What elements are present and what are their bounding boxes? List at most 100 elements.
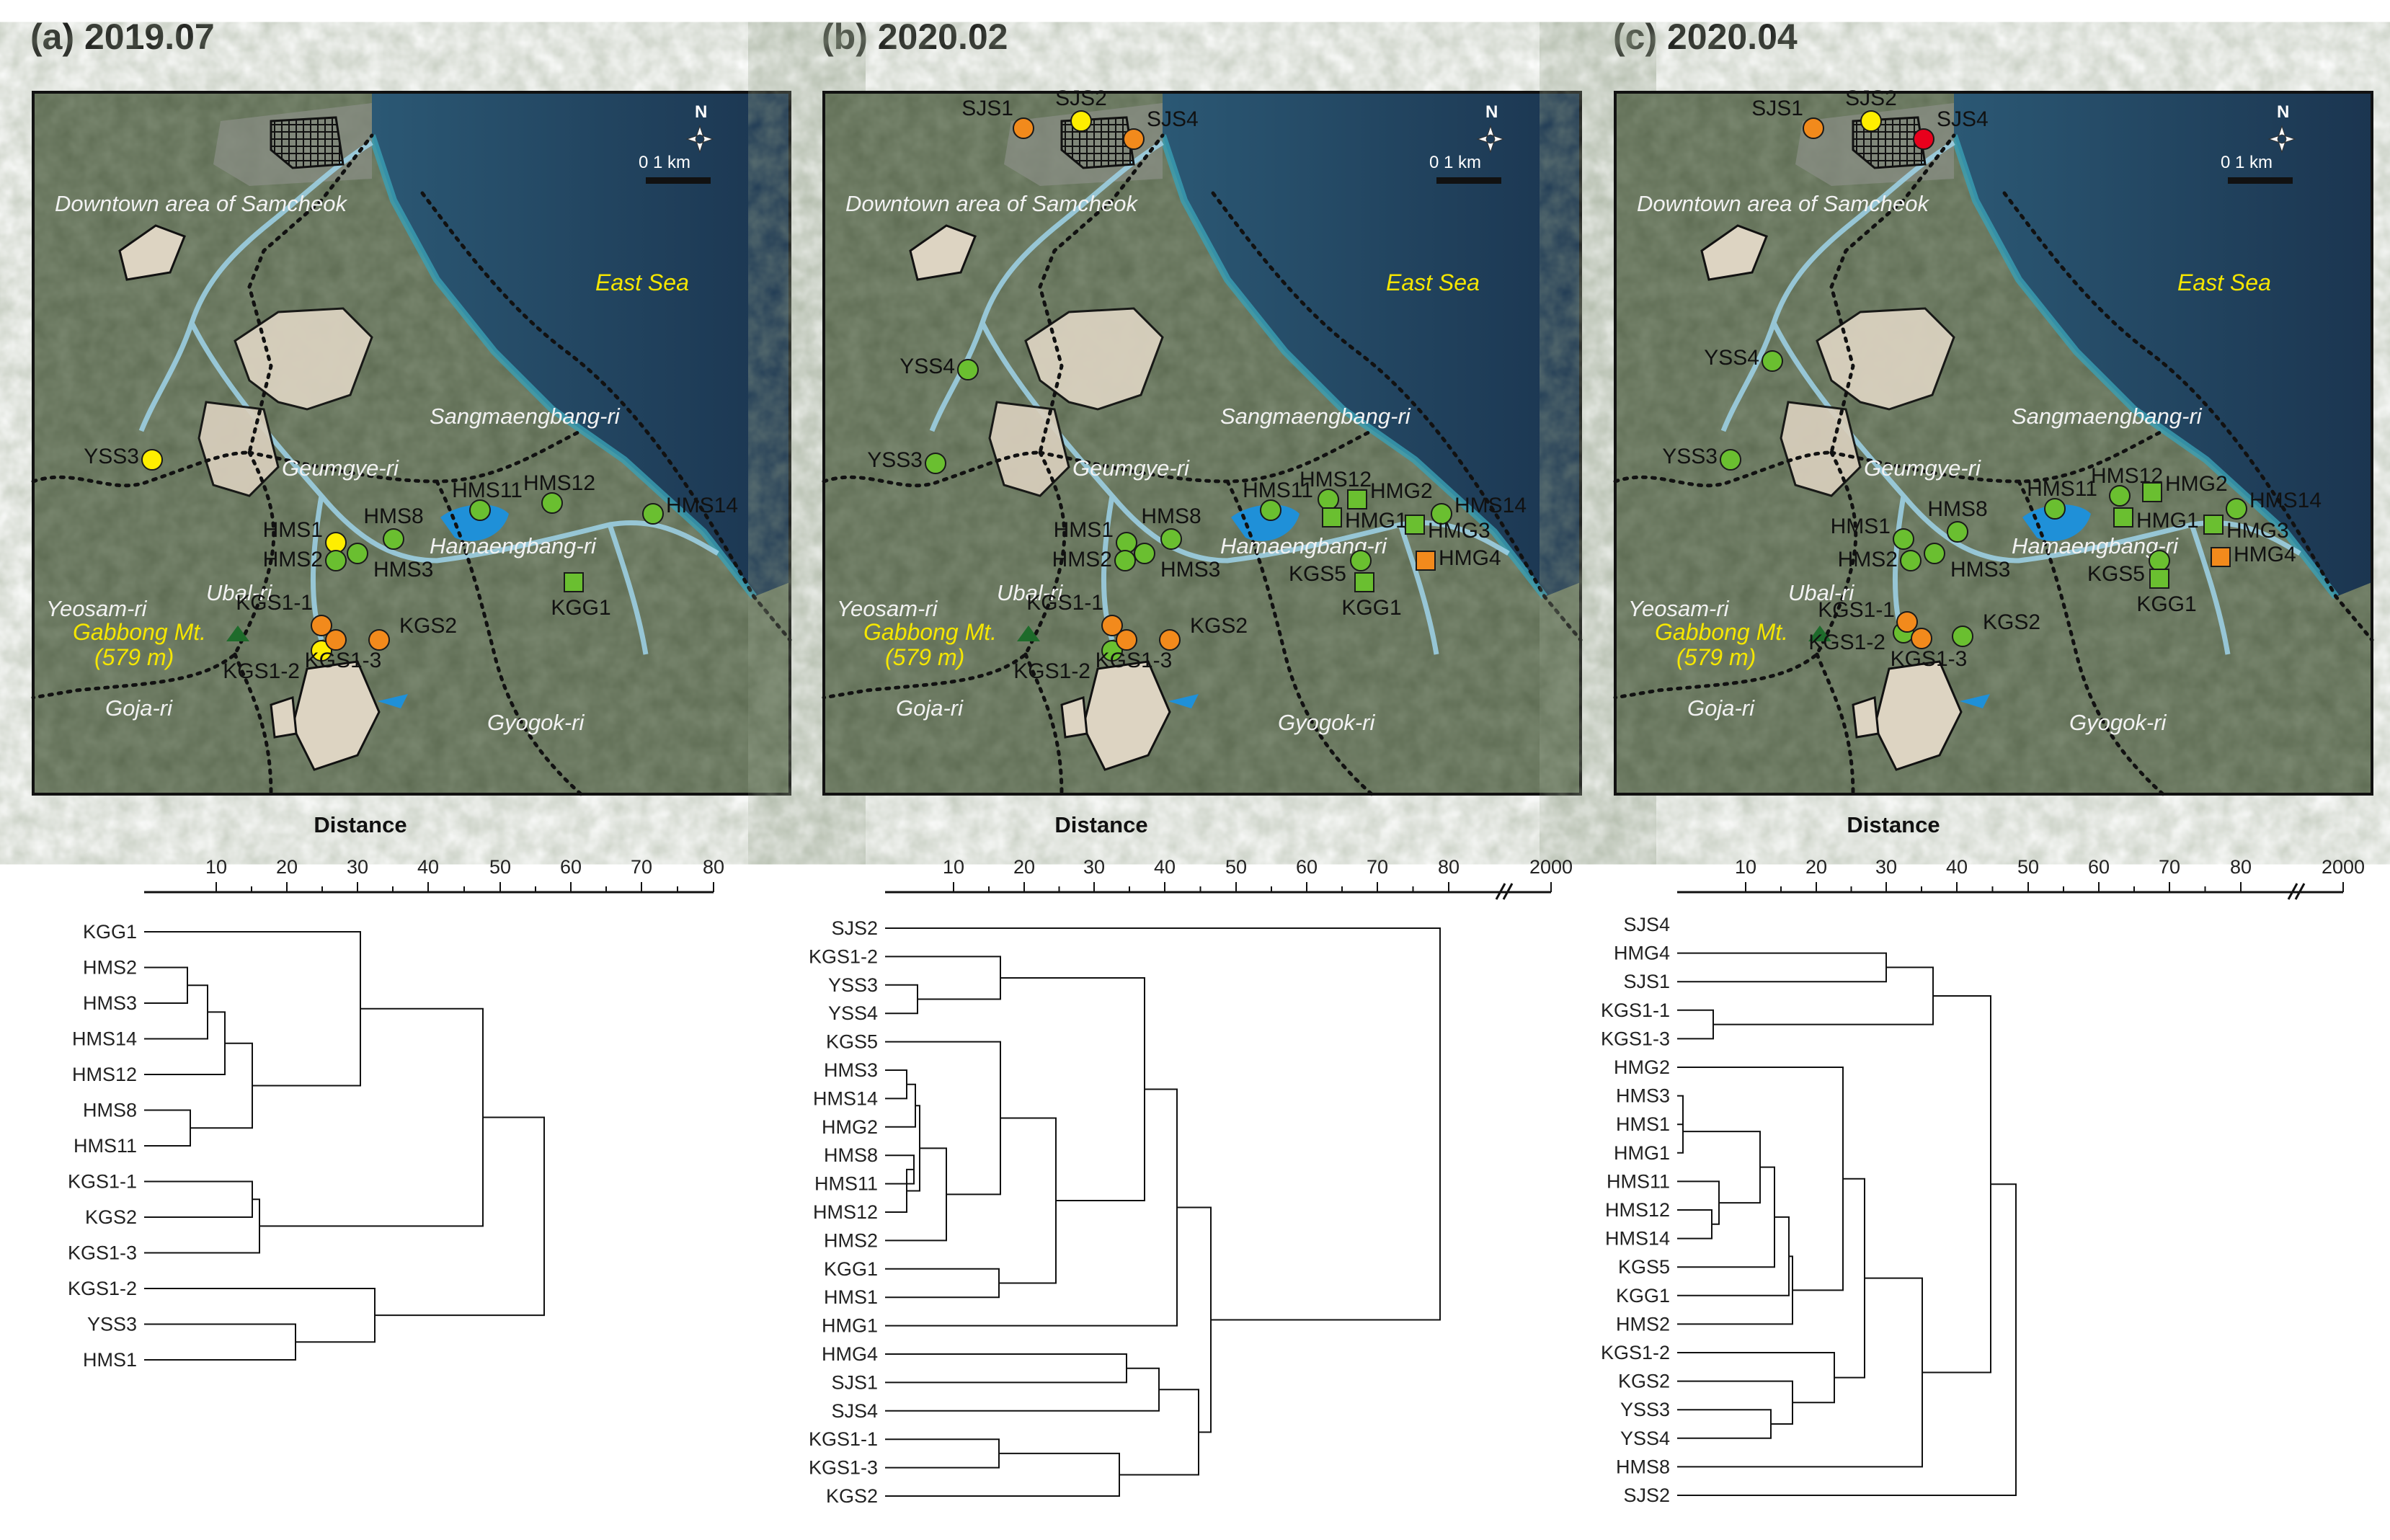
axis-tick-label: 2000 <box>2322 856 2365 878</box>
site-marker-sjs2 <box>1070 110 1092 132</box>
axis-tick-label: 10 <box>943 856 964 878</box>
site-label-hmg4: HMG4 <box>2234 543 2296 566</box>
river-network <box>138 140 719 655</box>
site-label-hmg2: HMG2 <box>1370 479 1433 503</box>
panel-b-title: (b) 2020.02 <box>822 17 1008 57</box>
place-label: Downtown area of Samcheok <box>55 191 347 216</box>
boundary-line <box>1225 479 1374 796</box>
site-marker-sjs4 <box>1123 128 1145 150</box>
dendrogram-leaf-label: YSS3 <box>1620 1399 1670 1420</box>
reservoir-2 <box>378 694 408 708</box>
axis-tick-label: 30 <box>347 856 368 878</box>
site-marker-hms3 <box>347 543 368 564</box>
map-panel-3: Downtown area of SamcheokGeumgye-riSangm… <box>1613 86 2374 796</box>
mountain-height: (579 m) <box>885 644 964 670</box>
mountain-label: Gabbong Mt. <box>863 619 997 645</box>
dendrogram-leaf-label: HMS11 <box>1607 1170 1670 1192</box>
site-label-sjs2: SJS2 <box>1845 86 1897 110</box>
site-marker-hms8 <box>383 528 404 550</box>
dendrogram-leaf-label: SJS4 <box>831 1400 878 1422</box>
dendrogram-leaf-label: KGS1-1 <box>1601 1000 1670 1021</box>
north-arrow-shape <box>2267 125 2296 153</box>
dendrogram-leaf-label: KGG1 <box>824 1258 878 1280</box>
site-marker-hms2 <box>1900 550 1922 571</box>
dendrogram-branch <box>375 1116 545 1317</box>
scale-bar <box>2228 177 2293 184</box>
dendrogram-branch <box>1677 1180 1720 1225</box>
dendrogram-leaf-label: HMS8 <box>1616 1456 1670 1477</box>
site-label-kgs2: KGS2 <box>1190 614 1248 638</box>
dendrogram-leaf-label: HMS2 <box>824 1229 878 1251</box>
dendrogram-leaf-label: HMS12 <box>1605 1199 1670 1221</box>
dendrogram-branch <box>1677 1352 1835 1404</box>
boundary-line <box>2002 191 2374 642</box>
site-label-kgs1-1: KGS1-1 <box>1026 591 1103 615</box>
dendrogram-branch <box>144 1180 253 1218</box>
dendrogram-leaf-label: KGS1-1 <box>68 1171 137 1193</box>
site-marker-yss3 <box>1720 449 1741 471</box>
dendrogram-branch <box>1677 1409 1772 1439</box>
axis-tick-label: 80 <box>2230 856 2252 878</box>
site-label-hms14: HMS14 <box>2249 489 2322 512</box>
north-arrow-icon <box>1476 125 1505 153</box>
site-label-kgs1-2: KGS1-2 <box>1013 659 1090 683</box>
dendrogram-branch <box>885 1438 1000 1469</box>
site-marker-sjs4 <box>1913 128 1934 150</box>
axis-tick-label: 70 <box>631 856 652 878</box>
place-label: Goja-ri <box>896 695 964 721</box>
dendrogram-leaf-label: HMS3 <box>1616 1085 1670 1107</box>
river-network <box>1720 140 2301 655</box>
site-label-hms11: HMS11 <box>452 479 523 502</box>
site-label-hms12: HMS12 <box>1300 468 1372 491</box>
mine-area-3 <box>909 224 977 281</box>
place-label: Sangmaengbang-ri <box>430 404 621 429</box>
dendrogram-leaf-label: HMS3 <box>83 992 137 1014</box>
site-marker-kgs1-3 <box>1911 628 1932 649</box>
site-marker-kgs1-2 <box>1101 640 1123 662</box>
map-frame <box>1614 91 2373 796</box>
axis-tick-label: 60 <box>560 856 582 878</box>
dendrogram-branch <box>885 1268 1000 1299</box>
north-arrow-shape <box>685 125 714 153</box>
mine-area-5 <box>1060 695 1088 739</box>
site-marker-hms12 <box>2109 485 2131 507</box>
site-marker-kgs1-3 <box>325 629 347 651</box>
dendrogram-branch <box>1000 976 1145 1201</box>
dendrogram-leaf-label: HMS14 <box>72 1028 137 1050</box>
site-label-hmg3: HMG3 <box>2226 519 2289 543</box>
boundary-line <box>435 479 583 796</box>
axis-tick-label: 30 <box>1875 856 1897 878</box>
mountain-peak-icon <box>1808 626 1831 641</box>
north-arrow-icon <box>2267 125 2296 153</box>
site-label-sjs4: SJS4 <box>1147 107 1199 131</box>
site-label-kgs1-3: KGS1-3 <box>1891 647 1968 671</box>
axis-tick-label: 20 <box>276 856 298 878</box>
dendrogram-axis-title: Distance <box>1054 812 1147 837</box>
north-arrow-icon <box>685 125 714 153</box>
site-label-kgs2: KGS2 <box>399 614 457 638</box>
reservoir-2 <box>1960 694 1990 708</box>
mountain-label: Gabbong Mt. <box>1655 619 1788 645</box>
axis-tick-label: 30 <box>1083 856 1105 878</box>
site-marker-sjs1 <box>1013 117 1034 139</box>
axis-tick-label: 50 <box>489 856 511 878</box>
north-label: N <box>695 102 707 122</box>
site-marker-kgs5 <box>2149 550 2170 571</box>
site-marker-hms11 <box>1260 499 1281 521</box>
mountain-height: (579 m) <box>94 644 174 670</box>
site-marker-hms2 <box>1114 550 1136 571</box>
dendrogram-branch <box>999 1117 1057 1284</box>
dendrogram-leaf-label: KGS1-2 <box>68 1278 137 1299</box>
site-marker-yss4 <box>957 359 979 380</box>
place-label: Geumgye-ri <box>282 455 399 481</box>
site-label-hmg1: HMG1 <box>1345 509 1408 533</box>
site-label-hms2: HMS2 <box>1052 548 1112 571</box>
mine-area-5 <box>270 695 298 739</box>
dendrogram-leaf-label: HMS1 <box>824 1286 878 1308</box>
site-marker-hms14 <box>2226 498 2247 520</box>
mine-area-1 <box>234 307 373 411</box>
dendrogram-leaf-label: SJS2 <box>1623 1485 1670 1506</box>
dendrogram-branch <box>1677 1209 1712 1239</box>
map-panel-2: Downtown area of SamcheokGeumgye-riSangm… <box>822 86 1583 796</box>
